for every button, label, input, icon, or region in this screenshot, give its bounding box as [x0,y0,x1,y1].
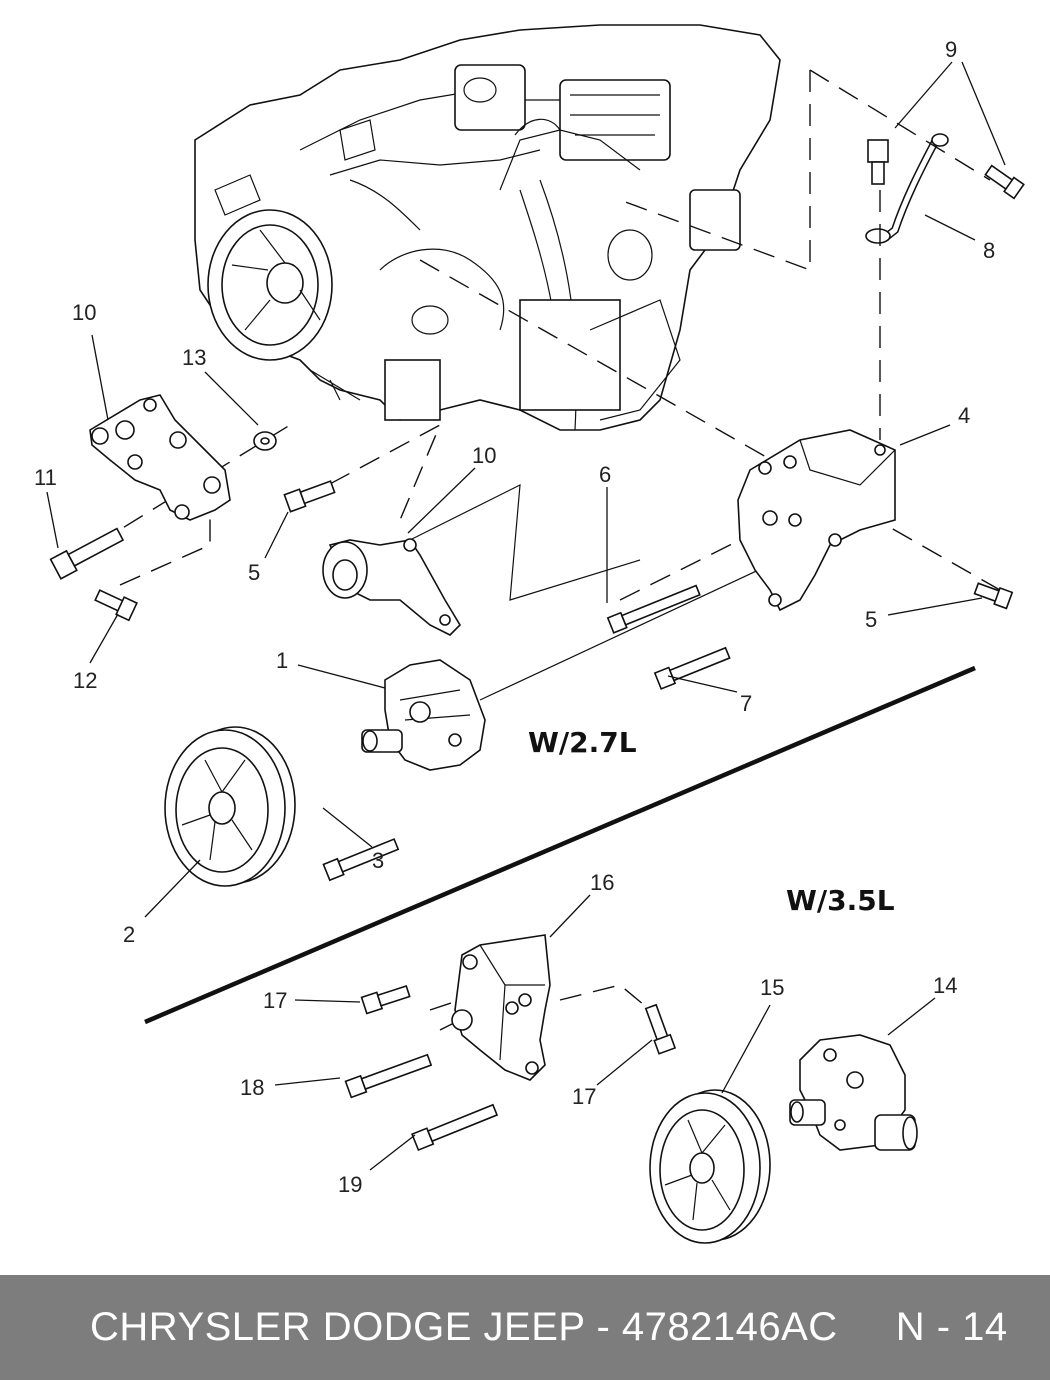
bolt-6 [606,584,701,634]
bolt-5-left [283,480,336,513]
pulley-2 [164,726,296,887]
callout-2: 2 [123,922,135,947]
bolt-17-right [644,1003,677,1055]
bolt-17-left [360,984,411,1015]
callout-labels: 9 8 4 10 13 10 11 6 5 5 12 1 7 3 2 16 17… [34,37,995,1197]
callout-11: 11 [34,465,57,490]
pump-bracket [737,429,896,612]
engine-assembly [194,24,781,431]
callout-10-upper: 10 [72,300,96,325]
callout-15: 15 [760,975,784,1000]
power-steering-pump [361,659,486,771]
bracket-16 [451,934,551,1081]
callout-6: 6 [599,462,611,487]
variant-label-27: W/2.7L [528,726,637,759]
bolt-11 [49,527,125,580]
callout-12: 12 [73,668,97,693]
bolt-7 [653,646,731,690]
callout-18: 18 [240,1075,264,1100]
callout-19: 19 [338,1172,362,1197]
callout-17-left: 17 [263,988,287,1013]
belt-tensioner [322,538,462,636]
variant-divider [144,665,976,1025]
callout-16: 16 [590,870,614,895]
bolt-18 [344,1053,433,1099]
pump-mount-line [479,559,781,701]
footer-bar: CHRYSLER DODGE JEEP - 4782146AC N - 14 [0,1275,1050,1380]
variant-label-35: W/3.5L [786,884,895,917]
left-bracket [89,394,231,521]
callout-14: 14 [933,973,957,998]
assembly-guide-lines [94,69,1001,1031]
callout-4: 4 [958,403,970,428]
callout-13: 13 [182,345,206,370]
callout-1: 1 [276,648,288,673]
bolt-5-right [973,582,1014,610]
bolt-3 [322,838,400,882]
callout-8: 8 [983,238,995,263]
callout-5-right: 5 [865,607,877,632]
bolt-19 [411,1103,499,1152]
callout-17-right: 17 [572,1084,596,1109]
pulley-15 [649,1089,771,1244]
belt-route [409,483,641,601]
leader-lines [46,61,1006,1171]
callout-3: 3 [372,848,384,873]
callout-5-left: 5 [248,560,260,585]
callout-7: 7 [740,691,752,716]
power-steering-pump-35 [789,1034,918,1151]
callout-9: 9 [945,37,957,62]
parts-diagram: 9 8 4 10 13 10 11 6 5 5 12 1 7 3 2 16 17… [34,24,1025,1244]
bracket-tube-assembly [865,133,1025,244]
part-number-caption: CHRYSLER DODGE JEEP - 4782146AC N - 14 [90,1305,1008,1349]
callout-10-middle: 10 [472,443,496,468]
bolt-12 [94,589,138,622]
